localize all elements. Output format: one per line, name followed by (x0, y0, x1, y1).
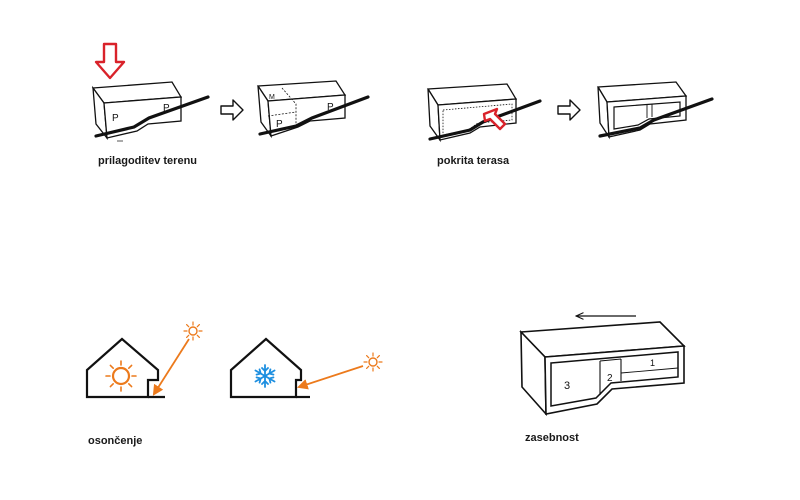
zone-label-2: 2 (607, 373, 613, 384)
zone-label-3: 3 (564, 380, 570, 392)
privacy-block: 3 2 1 (519, 321, 686, 417)
privacy-panel: 3 2 1 (519, 316, 686, 417)
snowflake-icon (254, 364, 276, 388)
terrain-block-adapted: M P P (256, 80, 347, 139)
block-label-p3: P (276, 119, 283, 130)
caption-privacy: zasebnost (525, 432, 579, 444)
sun-panel (85, 321, 383, 399)
terrain-block-original: P P (91, 81, 183, 141)
zone-label-1: 1 (650, 358, 655, 368)
terrain-line-1 (94, 95, 210, 138)
block-label-p2: P (163, 103, 170, 114)
terrain-panel: P P M P P (91, 42, 370, 142)
terrace-block-original (426, 83, 518, 143)
sun-icon (105, 360, 137, 392)
summer-sun-ray (152, 338, 190, 396)
block-label-p4: P (327, 102, 334, 113)
block-label-m: M (269, 94, 275, 101)
red-diagonal-arrow-icon (482, 107, 507, 131)
caption-sun: osončenje (88, 435, 143, 447)
red-down-arrow-icon (94, 42, 126, 80)
block-label-p1: P (112, 113, 119, 124)
right-arrow-icon (220, 99, 244, 121)
terrain-line-2 (258, 95, 370, 136)
right-arrow-icon-2 (557, 99, 581, 121)
summer-house (85, 337, 165, 399)
high-sun-icon (183, 321, 203, 341)
terrace-terrain-line-1 (428, 99, 542, 141)
caption-terrace: pokrita terasa (437, 155, 510, 167)
terrace-block-covered (596, 81, 688, 140)
winter-sun-ray (296, 365, 364, 390)
winter-house (229, 337, 310, 399)
caption-terrain: prilagoditev terenu (98, 155, 198, 167)
terrace-terrain-line-2 (598, 97, 714, 138)
terrace-panel (426, 81, 714, 143)
low-sun-icon (363, 352, 383, 372)
